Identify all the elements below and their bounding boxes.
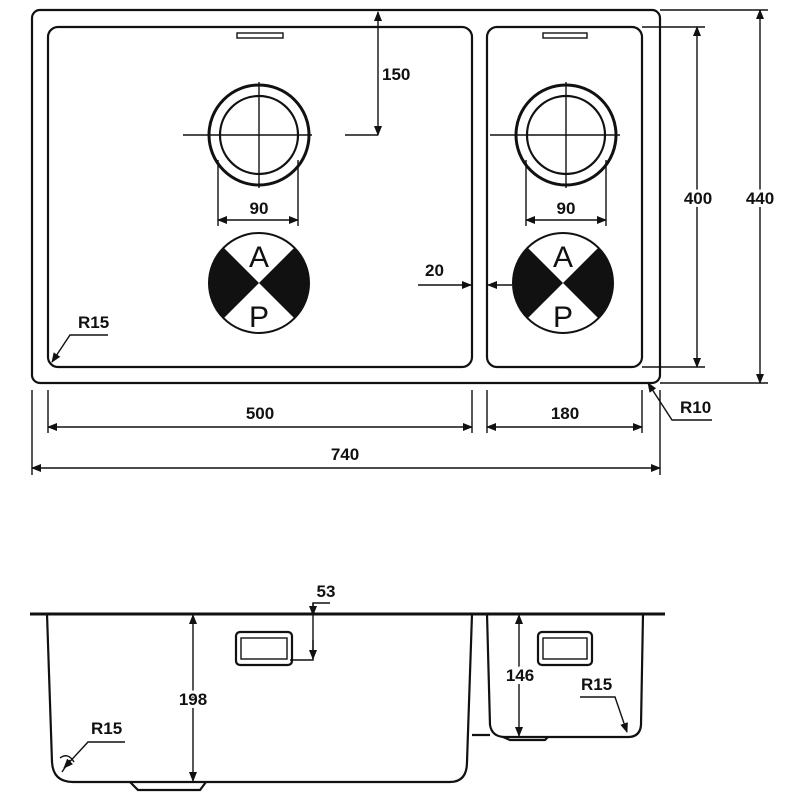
overall-width-dim: 740 — [331, 445, 359, 464]
side-corner-left-dim: R15 — [91, 719, 122, 738]
right-bowl-profile — [485, 613, 645, 739]
overflow-depth-dim: 53 — [317, 582, 336, 601]
dim-line-53 — [290, 602, 330, 661]
sink-outline — [30, 8, 662, 385]
waste-offset-dim: 150 — [382, 65, 410, 84]
right-waste-dim: 90 — [557, 199, 576, 218]
left-bowl-profile — [45, 613, 474, 784]
outer-height-dim: 440 — [746, 189, 774, 208]
corner-right-dim: R10 — [680, 398, 711, 417]
side-corner-right-dim: R15 — [581, 675, 612, 694]
left-bowl-width-dim: 500 — [246, 404, 274, 423]
right-waste-profile — [502, 735, 549, 742]
ap-label-p: P — [553, 301, 573, 334]
right-depth-dim: 146 — [506, 666, 534, 685]
side-view: 53 198 146 R15 R15 — [30, 582, 665, 792]
r15-left-leader — [63, 741, 125, 769]
left-waste-profile — [129, 781, 207, 792]
top-view: 90 90 A P A P 150 — [30, 8, 777, 475]
r15-leader — [51, 334, 108, 363]
corner-left-dim: R15 — [78, 313, 109, 332]
right-bowl — [485, 25, 644, 369]
left-depth-dim: 198 — [179, 690, 207, 709]
ap-label-p: P — [249, 301, 269, 334]
right-waste: 90 — [490, 82, 620, 226]
left-overflow-profile — [234, 630, 294, 667]
right-overflow-slot — [542, 32, 588, 39]
ap-label-a: A — [553, 241, 573, 274]
left-bowl — [46, 25, 474, 369]
bowl-gap-dim: 20 — [425, 261, 444, 280]
left-ap-symbol: A P — [208, 232, 310, 334]
r10-leader — [647, 382, 712, 421]
left-overflow-slot — [236, 32, 284, 39]
r15-right-leader — [580, 696, 628, 733]
right-overflow-profile — [536, 630, 594, 667]
inner-height-dim: 400 — [684, 189, 712, 208]
left-waste: 90 — [183, 82, 378, 226]
right-bowl-width-dim: 180 — [551, 404, 579, 423]
ap-label-a: A — [249, 241, 269, 274]
left-waste-dim: 90 — [250, 199, 269, 218]
right-ap-symbol: A P — [512, 232, 614, 334]
